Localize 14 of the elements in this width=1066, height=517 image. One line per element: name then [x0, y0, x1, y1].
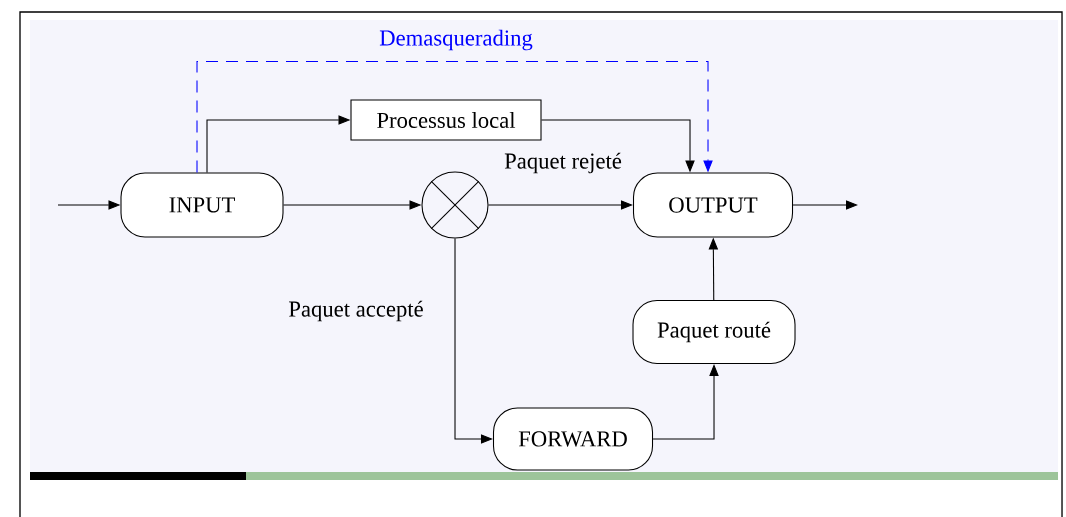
arrow: [488, 200, 633, 210]
junction-circle: [421, 171, 489, 239]
arrow: [454, 238, 493, 444]
edge-label: Paquet accepté: [287, 299, 425, 323]
rounded-box: Paquet routé: [632, 299, 796, 365]
rounded-box: FORWARD: [492, 407, 654, 471]
dashed-arrow: [196, 60, 713, 173]
process-box: Processus local: [350, 99, 542, 141]
edge-label: Demasquerading: [377, 28, 535, 52]
rounded-box: OUTPUT: [632, 172, 794, 238]
rounded-box: INPUT: [120, 172, 284, 238]
arrow: [792, 200, 858, 210]
edge-label: Paquet rejeté: [502, 151, 624, 175]
arrow: [652, 364, 719, 440]
